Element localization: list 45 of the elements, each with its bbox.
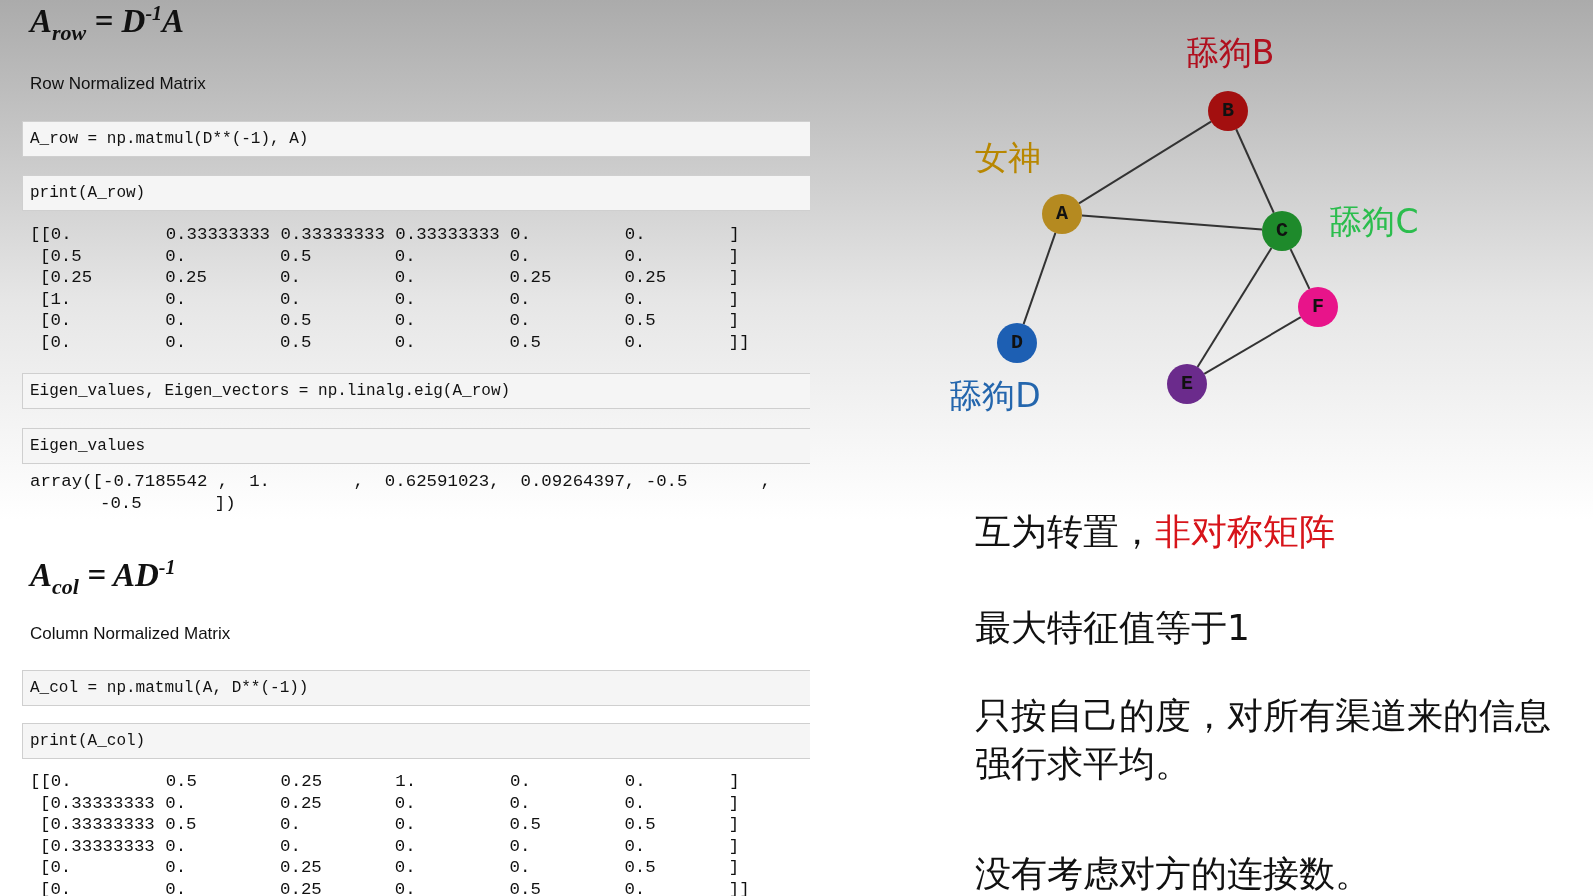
note-text: 互为转置， — [975, 511, 1155, 552]
node-circle: F — [1298, 287, 1338, 327]
output-text: [0.33333333 0.5 0. 0. 0.5 0.5 ] — [40, 815, 740, 835]
heading-text: Column Normalized Matrix — [30, 624, 231, 644]
output-text: [0. 0. 0.5 0. 0. 0.5 ] — [40, 311, 740, 331]
node-circle: C — [1262, 211, 1302, 251]
output-text: [0.25 0.25 0. 0. 0.25 0.25 ] — [40, 268, 740, 288]
connector-line — [1078, 120, 1212, 205]
output-text: [0.33333333 0. 0.25 0. 0. 0. ] — [40, 793, 740, 814]
note-text: 非对称矩阵 — [1155, 511, 1335, 552]
code-cell: Eigen_values, Eigen_vectors = np.linalg.eig(A_row) — [22, 373, 810, 409]
output-text: [0. 0. 0.5 0. 0.5 0. ]] — [40, 332, 750, 353]
math-formula: A$_{row}$ = D$^{-1}$A — [30, 2, 185, 46]
output-text: [0.33333333 0. 0. 0. 0. 0. ] — [40, 836, 740, 857]
note-text: 最大特征值等于1 — [975, 606, 1250, 650]
output-text: [[0. 0.5 0.25 1. 0. 0. ] — [30, 772, 740, 792]
code-cell: A_col = np.matmul(A, D**(-1)) — [22, 670, 810, 706]
code-cell: Eigen_values — [22, 428, 810, 464]
node-circle: B — [1208, 91, 1248, 131]
output-text: [[0. 0.33333333 0.33333333 0.33333333 0. 0. ] — [30, 225, 740, 245]
code-cell: print(A_row) — [22, 175, 810, 211]
output-text: [0.5 0. 0.5 0. 0. 0. ] — [40, 246, 740, 267]
node-caption: 舔狗D — [949, 374, 1041, 417]
math-formula: A$_{col}$ = AD$^{-1}$ — [30, 556, 176, 600]
note-text: 没有考虑对方的连接数。 — [975, 852, 1371, 896]
code-cell: A_row = np.matmul(D**(-1), A) — [22, 121, 810, 157]
note-text: 只按自己的度，对所有渠道来的信息强行求平均。 — [975, 694, 1552, 786]
connector-line — [1289, 248, 1311, 290]
connector-line — [1235, 128, 1275, 214]
node-circle: A — [1042, 194, 1082, 234]
node-circle: E — [1167, 364, 1207, 404]
connector-line — [1080, 214, 1264, 231]
output-text: [0. 0. 0.25 0. 0. 0.5 ] — [40, 858, 740, 878]
connector-line — [1022, 231, 1057, 326]
heading-text: Row Normalized Matrix — [30, 74, 206, 94]
output-text: [1. 0. 0. 0. 0. 0. ] — [40, 289, 740, 310]
node-caption: 舔狗B — [1185, 31, 1275, 74]
output-text: -0.5 ]) — [100, 494, 236, 514]
connector-line — [1196, 247, 1273, 368]
code-cell: print(A_col) — [22, 723, 810, 759]
output-text: array([-0.7185542 , 1. , 0.62591023, 0.09264397, -0.5 , — [30, 472, 771, 492]
node-caption: 舔狗C — [1329, 200, 1419, 243]
node-caption: 女神 — [975, 136, 1041, 179]
node-circle: D — [997, 323, 1037, 363]
connector-line — [1203, 316, 1302, 375]
